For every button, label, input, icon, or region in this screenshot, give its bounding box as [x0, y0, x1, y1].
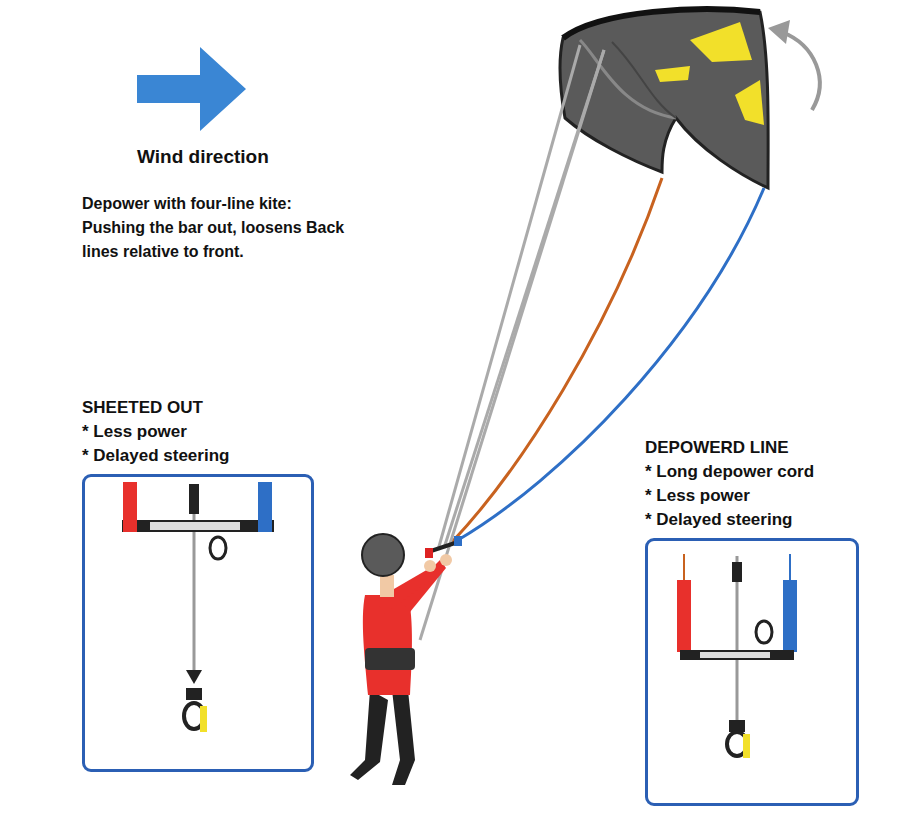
panel-bullet: * Delayed steering [645, 508, 859, 532]
kite [560, 9, 768, 188]
panel-bullet: * Less power [82, 420, 314, 444]
inset-panel: DEPOWERD LINE* Long depower cord* Less p… [645, 436, 859, 806]
control-bar-sheeted-out [122, 482, 274, 732]
kiter-figure [350, 534, 462, 785]
rotation-arrow [782, 32, 820, 110]
note-text: Depower with four-line kite: Pushing the… [82, 192, 350, 264]
control-bar-depowered [677, 554, 797, 758]
panel-bullet: * Delayed steering [82, 444, 314, 468]
panel-heading: DEPOWERD LINE [645, 436, 859, 460]
panel-bullet: * Less power [645, 484, 859, 508]
inset-panel: SHEETED OUT* Less power* Delayed steerin… [82, 396, 314, 772]
kite-lines [420, 45, 764, 640]
inset-frame [645, 538, 859, 806]
wind-arrow [137, 47, 246, 131]
wind-label: Wind direction [137, 145, 337, 169]
panel-bullet: * Long depower cord [645, 460, 859, 484]
rotation-arrow-head [768, 20, 790, 44]
panel-heading: SHEETED OUT [82, 396, 314, 420]
inset-frame [82, 474, 314, 772]
